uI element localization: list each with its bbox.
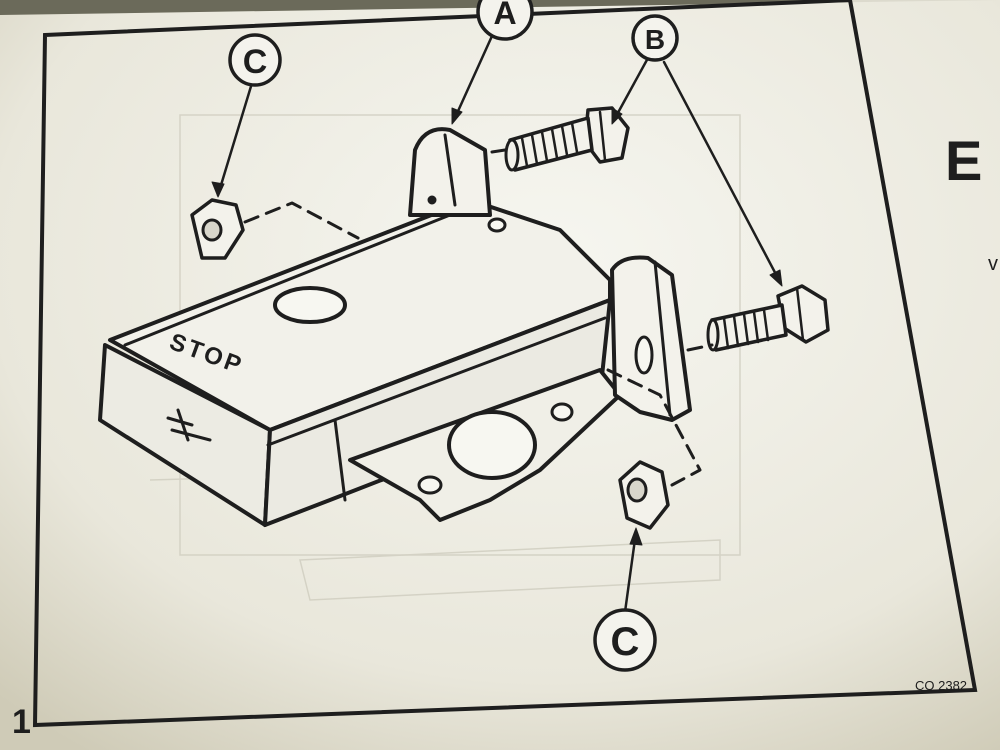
mounting-tab-a: [408, 127, 492, 217]
nut-upper: [190, 198, 245, 260]
callout-c-top: C: [243, 43, 268, 81]
next-page-text: v: [988, 253, 998, 275]
figure-code: CO 2382: [915, 678, 967, 693]
callout-b: B: [645, 24, 665, 55]
leader-arrowheads: [211, 107, 783, 546]
callout-circle-c-top: [228, 33, 282, 87]
bolt-lower: [706, 284, 830, 352]
figure-frame: [32, 0, 978, 728]
assembly-guide-lines: [243, 148, 714, 487]
callout-circles: [228, 0, 679, 672]
callout-circle-c-bottom: [593, 608, 657, 672]
next-page-heading: E: [945, 129, 982, 192]
callout-circle-b: [631, 14, 679, 62]
leader-lines: [216, 34, 782, 614]
mounting-tab-b: [610, 255, 692, 422]
callout-circle-a: [476, 0, 534, 41]
bolt-upper: [504, 106, 630, 172]
figure-number: 1: [12, 703, 31, 741]
bracket: [98, 198, 622, 527]
callout-a: A: [493, 0, 516, 31]
nut-lower: [618, 460, 670, 530]
callout-c-bottom: C: [611, 620, 640, 664]
